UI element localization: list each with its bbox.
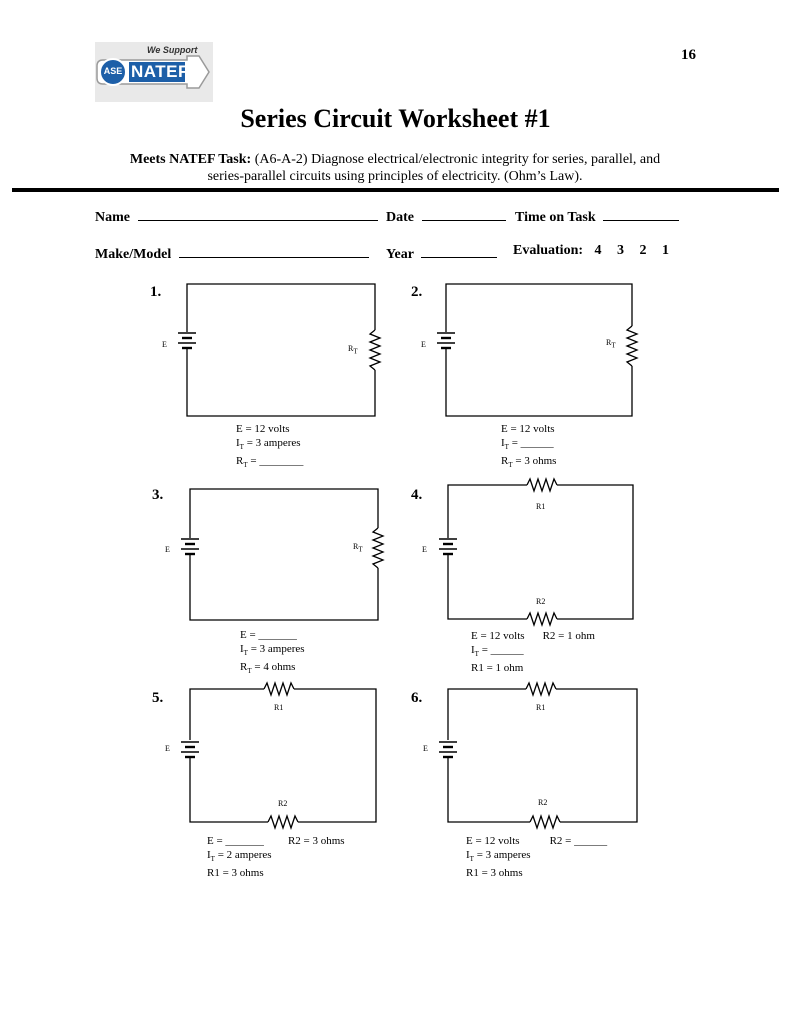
circuit-5-r2-label: R2 <box>278 799 288 808</box>
time-on-task-blank[interactable] <box>603 206 680 221</box>
circuit-5-line-3: R1 = 3 ohms <box>207 867 264 880</box>
logo-brand: NATEF <box>131 62 189 81</box>
circuit-6-r2-label: R2 <box>538 798 548 807</box>
make-model-blank[interactable] <box>178 243 369 258</box>
circuit-2-number: 2. <box>411 284 423 300</box>
circuit-1-values: E = 12 volts IT = 3 amperes RT = _______… <box>236 422 303 472</box>
circuit-3-e-label: E <box>165 545 170 554</box>
score-4[interactable]: 4 <box>594 243 602 258</box>
circuit-1-line-3: RT = ________ <box>236 455 304 470</box>
circuit-2-rt-label: RT <box>606 338 616 350</box>
circuit-5-number: 5. <box>152 690 164 706</box>
circuit-6-line-2: IT = 3 amperes <box>466 849 531 864</box>
score-1[interactable]: 1 <box>662 243 670 258</box>
date-label: Date <box>386 210 414 225</box>
circuit-6-number: 6. <box>411 690 423 706</box>
circuit-4-line-3: R1 = 1 ohm <box>471 662 524 675</box>
circuit-4-e-label: E <box>422 545 427 554</box>
task-description: Meets NATEF Task: (A6-A-2) Diagnose elec… <box>95 151 695 185</box>
make-model-field: Make/Model <box>95 243 369 263</box>
circuit-2-e-label: E <box>421 340 426 349</box>
logo-badge: ASE <box>103 66 123 76</box>
circuit-3-rt-label: RT <box>353 542 363 554</box>
circuit-2-line-1: E = 12 volts <box>501 423 555 435</box>
score-2[interactable]: 2 <box>639 243 647 258</box>
circuit-4-line-2: IT = ______ <box>471 644 524 659</box>
task-line-1: Meets NATEF Task: (A6-A-2) Diagnose elec… <box>95 151 695 168</box>
year-label: Year <box>386 247 414 262</box>
circuit-6-line-3: R1 = 3 ohms <box>466 867 523 880</box>
circuit-5-line-1: E = _______R2 = 3 ohms <box>207 835 345 847</box>
circuit-4-number: 4. <box>411 487 423 503</box>
circuit-5-line-2: IT = 2 amperes <box>207 849 272 864</box>
circuit-1-line-2: IT = 3 amperes <box>236 437 301 452</box>
header-divider <box>12 188 779 192</box>
circuit-4-r1-label: R1 <box>536 502 546 511</box>
evaluation-field: Evaluation: 4 3 2 1 <box>513 243 669 259</box>
name-blank[interactable] <box>137 206 378 221</box>
date-field: Date <box>386 206 506 226</box>
circuit-5-r1-label: R1 <box>274 703 284 712</box>
name-field: Name <box>95 206 378 226</box>
circuit-4-r2-label: R2 <box>536 597 546 606</box>
name-label: Name <box>95 210 130 225</box>
circuit-3-line-2: IT = 3 amperes <box>240 643 305 658</box>
circuit-5-values: E = _______R2 = 3 ohms IT = 2 amperes R1… <box>207 834 345 880</box>
natef-logo: We Support ASE NATEF <box>95 42 213 102</box>
circuit-1-number: 1. <box>150 284 162 300</box>
circuit-3-line-1: E = _______ <box>240 629 297 641</box>
date-blank[interactable] <box>421 206 506 221</box>
circuit-5-e-label: E <box>165 744 170 753</box>
circuit-2-line-3: RT = 3 ohms <box>501 455 557 470</box>
score-3[interactable]: 3 <box>617 243 625 258</box>
year-blank[interactable] <box>421 243 498 258</box>
page-number: 16 <box>681 47 696 63</box>
evaluation-label: Evaluation: <box>513 243 584 258</box>
time-on-task-field: Time on Task <box>515 206 680 226</box>
circuit-3-number: 3. <box>152 487 164 503</box>
task-text-1: (A6-A-2) Diagnose electrical/electronic … <box>254 152 661 167</box>
logo-top-text: We Support <box>147 45 198 55</box>
circuit-1-e-label: E <box>162 340 167 349</box>
circuit-3-values: E = _______ IT = 3 amperes RT = 4 ohms <box>240 628 305 678</box>
circuit-2-line-2: IT = ______ <box>501 437 554 452</box>
page-title: Series Circuit Worksheet #1 <box>240 104 551 133</box>
circuit-6-e-label: E <box>423 744 428 753</box>
logo-graphic <box>95 42 213 102</box>
circuit-2-values: E = 12 volts IT = ______ RT = 3 ohms <box>501 422 556 472</box>
time-on-task-label: Time on Task <box>515 210 596 225</box>
circuit-6-r1-label: R1 <box>536 703 546 712</box>
task-line-2: series-parallel circuits using principle… <box>207 169 583 184</box>
circuit-3-line-3: RT = 4 ohms <box>240 661 296 676</box>
make-model-label: Make/Model <box>95 247 172 262</box>
circuit-1-line-1: E = 12 volts <box>236 423 290 435</box>
year-field: Year <box>386 243 498 263</box>
task-label: Meets NATEF Task: <box>129 152 252 167</box>
circuit-1-rt-label: RT <box>348 344 358 356</box>
